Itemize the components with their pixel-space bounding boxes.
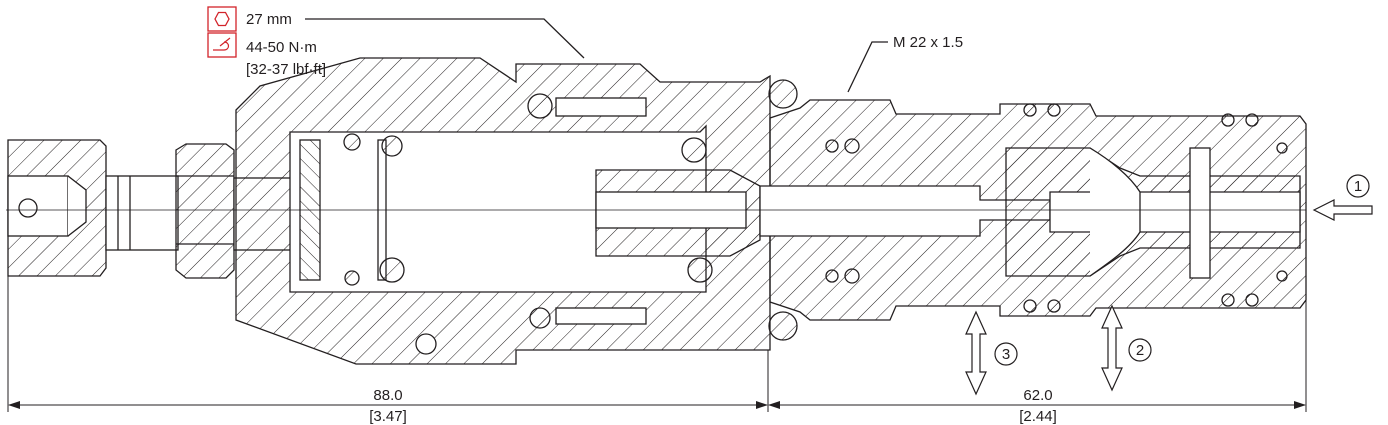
port-2-flow-arrow <box>1101 304 1123 392</box>
wrench-size-label: 27 mm <box>246 11 292 28</box>
port-1-label: 1 <box>1354 178 1362 195</box>
port-3-flow-arrow <box>965 310 987 396</box>
callout-leaders <box>305 18 888 93</box>
knob-ball <box>18 198 38 218</box>
hexagon-icon <box>207 6 237 32</box>
port-1-marker: 1 <box>1312 174 1373 221</box>
valve-body <box>6 57 1307 365</box>
port-1-flow-arrow <box>1312 199 1373 221</box>
dim-right-metric: 62.0 <box>1023 387 1052 404</box>
thread-leader <box>847 41 888 93</box>
port-3-label: 3 <box>1002 346 1010 363</box>
wrench-leader <box>305 18 585 59</box>
tool-info-block: 27 mm 44-50 N·m [32-37 lbf·ft] <box>207 6 326 78</box>
torque-imperial-label: [32-37 lbf·ft] <box>246 61 326 78</box>
dim-right-imperial: [2.44] <box>1019 408 1057 425</box>
torque-metric-label: 44-50 N·m <box>246 39 317 56</box>
port-3-marker: 3 <box>965 310 1018 396</box>
dim-left-metric: 88.0 <box>373 387 402 404</box>
port-2-marker: 2 <box>1101 304 1152 392</box>
torque-wrench-icon <box>207 32 237 58</box>
thread-label: M 22 x 1.5 <box>893 34 963 51</box>
dim-left-imperial: [3.47] <box>369 408 407 425</box>
lock-nut <box>175 143 235 279</box>
adjuster-stem <box>105 175 179 251</box>
knob-bore <box>7 175 69 237</box>
port-2-label: 2 <box>1136 342 1144 359</box>
dimension-lines <box>7 276 1307 412</box>
